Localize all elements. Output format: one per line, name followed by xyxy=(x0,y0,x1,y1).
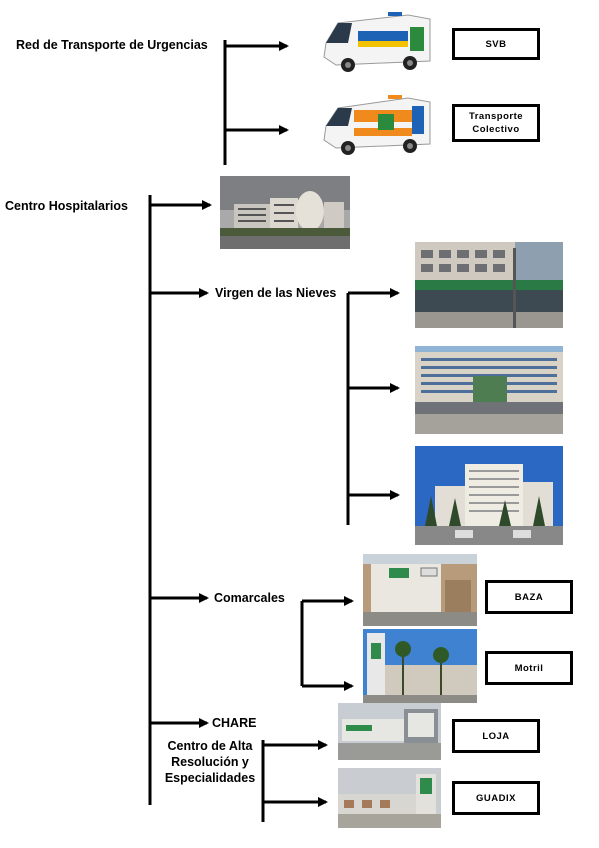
transport-network-label: Red de Transporte de Urgencias xyxy=(16,38,208,52)
chare-sublabel: Centro de Alta Resolución y Especialidad… xyxy=(164,739,256,785)
chare-label: CHARE xyxy=(212,716,257,730)
virgen-nieves-label: Virgen de las Nieves xyxy=(215,286,337,300)
ambulance-icon xyxy=(318,5,436,77)
baza-box: BAZA xyxy=(485,580,573,614)
loja-chare-image xyxy=(338,703,441,760)
comarcales-label: Comarcales xyxy=(214,591,285,605)
transporte-colectivo-box: Transporte Colectivo xyxy=(452,104,540,142)
svb-box: SVB xyxy=(452,28,540,60)
motril-hospital-image xyxy=(363,629,477,703)
guadix-chare-image xyxy=(338,768,441,828)
motril-box: Motril xyxy=(485,651,573,685)
virgen-nieves-building-1-image xyxy=(415,242,563,328)
baza-hospital-image xyxy=(363,554,477,626)
ambulance-icon xyxy=(318,90,436,160)
hospital-centers-label: Centro Hospitalarios xyxy=(5,199,128,213)
guadix-box: GUADIX xyxy=(452,781,540,815)
virgen-nieves-building-3-image xyxy=(415,446,563,545)
virgen-nieves-building-2-image xyxy=(415,346,563,434)
loja-box: LOJA xyxy=(452,719,540,753)
hospital-complex-image xyxy=(220,176,350,249)
